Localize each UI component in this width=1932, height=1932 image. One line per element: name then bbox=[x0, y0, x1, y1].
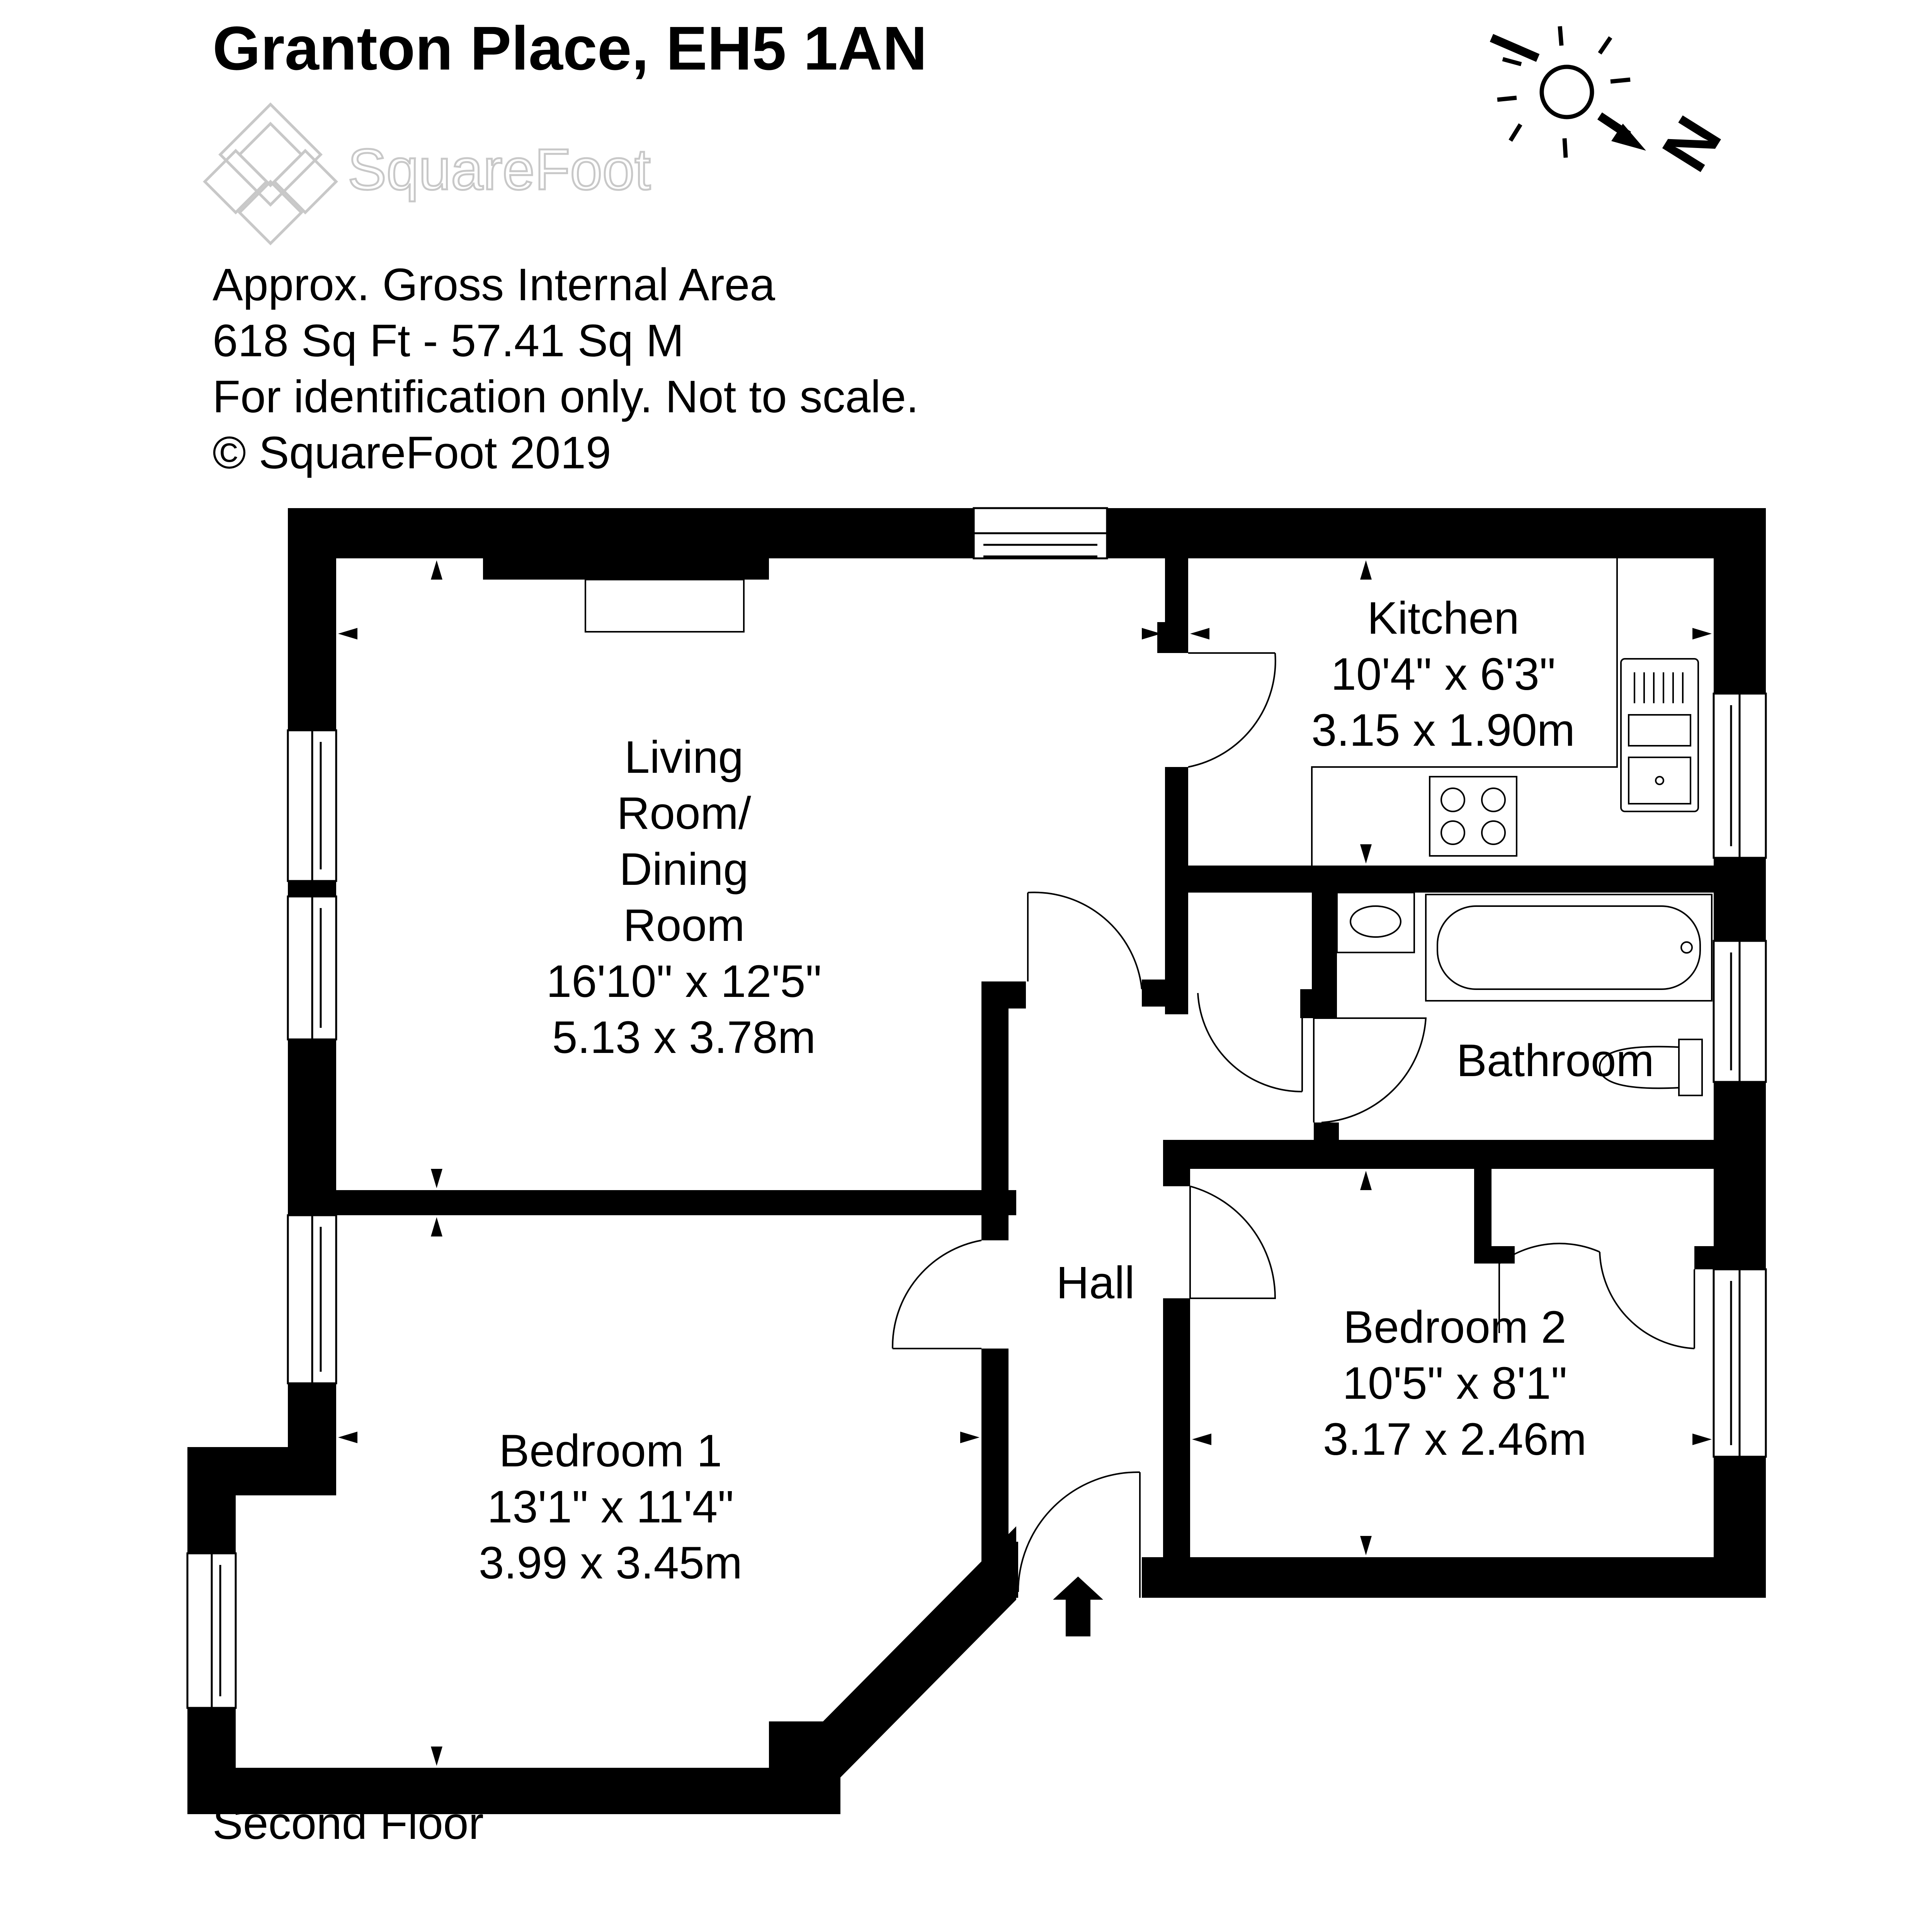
washbasin-icon bbox=[1336, 892, 1415, 953]
windows bbox=[186, 507, 1767, 1709]
door-bathroom bbox=[1313, 1017, 1427, 1123]
room-dimensions-metric: 3.15 x 1.90m bbox=[1311, 705, 1575, 756]
door-bedroom1 bbox=[891, 1240, 982, 1349]
dimension-markers bbox=[338, 560, 1712, 1766]
door-cupboard bbox=[1197, 993, 1303, 1093]
room-bathroom: Bathroom bbox=[1456, 1035, 1654, 1086]
room-dimensions-metric: 5.13 x 3.78m bbox=[552, 1012, 816, 1063]
window-bedroom1-left bbox=[287, 1214, 337, 1384]
north-label: N bbox=[1648, 104, 1735, 184]
room-hall: Hall bbox=[1056, 1257, 1134, 1308]
window-bedroom2 bbox=[1713, 1268, 1767, 1458]
room-name: Bathroom bbox=[1456, 1035, 1654, 1086]
kitchen-worktop bbox=[1311, 558, 1618, 866]
sun-compass-icon: N bbox=[1490, 26, 1735, 184]
room-bedroom2: Bedroom 2 10'5" x 8'1" 3.17 x 2.46m bbox=[1323, 1302, 1587, 1465]
sink-icon bbox=[1620, 658, 1699, 812]
page-title: Granton Place, EH5 1AN bbox=[213, 14, 927, 83]
room-kitchen: Kitchen 10'4" x 6'3" 3.15 x 1.90m bbox=[1311, 593, 1575, 756]
logo-text: SquareFoot bbox=[348, 137, 651, 202]
window-bathroom bbox=[1713, 940, 1767, 1083]
toilet-icon bbox=[1599, 1039, 1703, 1096]
walls bbox=[187, 508, 1766, 1814]
room-dimensions-imperial: 10'5" x 8'1" bbox=[1342, 1358, 1567, 1409]
doors bbox=[891, 652, 1427, 1598]
door-entrance bbox=[1017, 1471, 1141, 1598]
squarefoot-logo: SquareFoot bbox=[203, 102, 651, 245]
room-name: Living bbox=[624, 732, 743, 783]
area-info: Approx. Gross Internal Area 618 Sq Ft - … bbox=[213, 257, 919, 481]
area-heading: Approx. Gross Internal Area bbox=[213, 259, 776, 310]
door-hall-living bbox=[1027, 891, 1143, 990]
wardrobe-doors bbox=[1498, 1243, 1695, 1349]
hob-icon bbox=[1429, 776, 1517, 857]
room-dimensions-metric: 3.17 x 2.46m bbox=[1323, 1414, 1587, 1465]
window-living-left-1 bbox=[287, 729, 337, 882]
disclaimer: For identification only. Not to scale. bbox=[213, 371, 919, 422]
copyright: © SquareFoot 2019 bbox=[213, 427, 611, 478]
fixtures bbox=[585, 558, 1713, 1349]
floor-label: Second Floor bbox=[213, 1798, 484, 1849]
room-name: Kitchen bbox=[1367, 593, 1519, 644]
room-bedroom1: Bedroom 1 13'1" x 11'4" 3.99 x 3.45m bbox=[479, 1425, 742, 1588]
room-dimensions-imperial: 13'1" x 11'4" bbox=[487, 1481, 734, 1532]
logo-mark-icon bbox=[203, 102, 338, 245]
window-bedroom1-bay bbox=[186, 1552, 237, 1709]
room-name: Bedroom 2 bbox=[1343, 1302, 1566, 1353]
room-name: Room bbox=[623, 900, 745, 951]
door-bedroom2 bbox=[1189, 1185, 1276, 1299]
fireplace bbox=[585, 579, 745, 633]
room-name: Bedroom 1 bbox=[499, 1425, 722, 1476]
room-living: Living Room/ Dining Room 16'10" x 12'5" … bbox=[546, 732, 822, 1063]
entrance-arrow-icon bbox=[1053, 1577, 1103, 1636]
room-name: Hall bbox=[1056, 1257, 1134, 1308]
room-name: Room/ bbox=[617, 788, 751, 839]
window-living-top bbox=[973, 507, 1108, 560]
room-dimensions-imperial: 16'10" x 12'5" bbox=[546, 956, 822, 1007]
area-value: 618 Sq Ft - 57.41 Sq M bbox=[213, 315, 684, 366]
room-dimensions-metric: 3.99 x 3.45m bbox=[479, 1537, 742, 1588]
door-living-kitchen bbox=[1188, 652, 1276, 768]
window-living-left-2 bbox=[287, 895, 337, 1041]
bath-icon bbox=[1425, 894, 1713, 1002]
room-name: Dining bbox=[619, 844, 749, 895]
window-kitchen bbox=[1713, 692, 1767, 859]
room-dimensions-imperial: 10'4" x 6'3" bbox=[1331, 649, 1556, 700]
